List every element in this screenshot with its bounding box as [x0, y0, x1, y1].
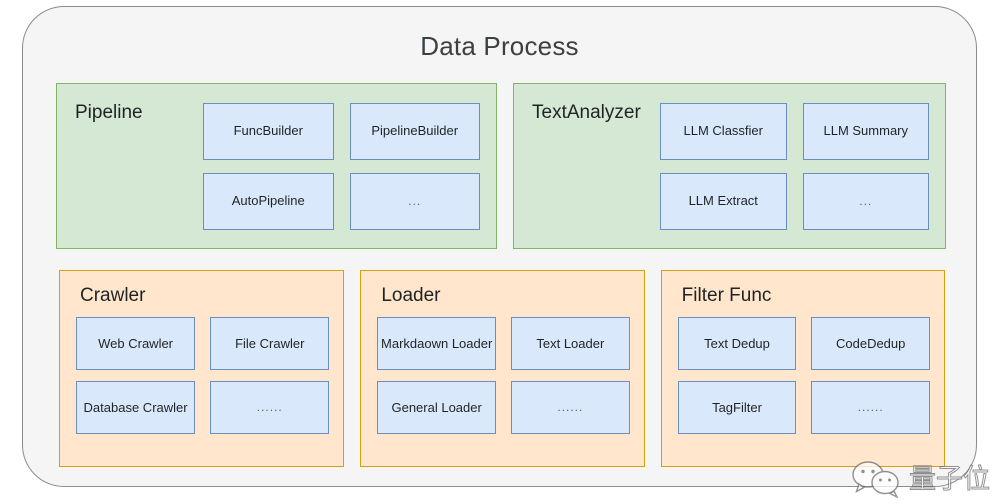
node-box[interactable]: AutoPipeline: [203, 172, 334, 230]
green-group-row: Pipeline FuncBuilder PipelineBuilder Aut…: [56, 83, 946, 249]
orange-group-row: Crawler Web Crawler File Crawler Databas…: [59, 270, 946, 467]
node-box[interactable]: File Crawler: [210, 317, 330, 370]
group-filter-func: Filter Func Text Dedup CodeDedup TagFilt…: [660, 270, 946, 467]
node-box-ellipsis[interactable]: ......: [511, 381, 630, 434]
node-grid-loader: Markdaown Loader Text Loader General Loa…: [377, 317, 630, 454]
node-box[interactable]: Text Dedup: [677, 317, 797, 370]
group-title-pipeline: Pipeline: [75, 102, 143, 123]
group-textanalyzer: TextAnalyzer LLM Classfier LLM Summary L…: [513, 83, 946, 249]
node-box[interactable]: FuncBuilder: [203, 102, 334, 160]
node-box-ellipsis[interactable]: ...: [802, 172, 929, 230]
node-grid-textanalyzer: LLM Classfier LLM Summary LLM Extract ..…: [660, 102, 931, 230]
node-box[interactable]: Text Loader: [511, 317, 630, 370]
node-box-ellipsis[interactable]: ...: [349, 172, 480, 230]
group-loader: Loader Markdaown Loader Text Loader Gene…: [360, 270, 645, 467]
node-grid-filter-func: Text Dedup CodeDedup TagFilter ......: [677, 317, 931, 454]
group-title-filter-func: Filter Func: [681, 285, 772, 306]
node-box[interactable]: TagFilter: [677, 381, 797, 434]
node-box[interactable]: Web Crawler: [76, 317, 196, 370]
node-grid-crawler: Web Crawler File Crawler Database Crawle…: [76, 317, 330, 454]
node-box[interactable]: LLM Classfier: [660, 102, 787, 160]
node-box[interactable]: Database Crawler: [76, 381, 196, 434]
node-box[interactable]: PipelineBuilder: [349, 102, 480, 160]
group-crawler: Crawler Web Crawler File Crawler Databas…: [59, 270, 345, 467]
group-title-textanalyzer: TextAnalyzer: [532, 102, 641, 123]
page-title: Data Process: [420, 31, 579, 61]
node-box[interactable]: LLM Extract: [660, 172, 787, 230]
node-box[interactable]: General Loader: [377, 381, 496, 434]
group-pipeline: Pipeline FuncBuilder PipelineBuilder Aut…: [56, 83, 497, 249]
node-box-ellipsis[interactable]: ......: [210, 381, 330, 434]
diagram-container: Data Process Pipeline FuncBuilder Pipeli…: [22, 6, 977, 487]
group-title-loader: Loader: [381, 285, 441, 306]
node-box[interactable]: CodeDedup: [811, 317, 931, 370]
node-grid-pipeline: FuncBuilder PipelineBuilder AutoPipeline…: [203, 102, 482, 230]
node-box-ellipsis[interactable]: ......: [811, 381, 931, 434]
group-title-crawler: Crawler: [80, 285, 146, 306]
node-box[interactable]: LLM Summary: [802, 102, 929, 160]
node-box[interactable]: Markdaown Loader: [377, 317, 496, 370]
